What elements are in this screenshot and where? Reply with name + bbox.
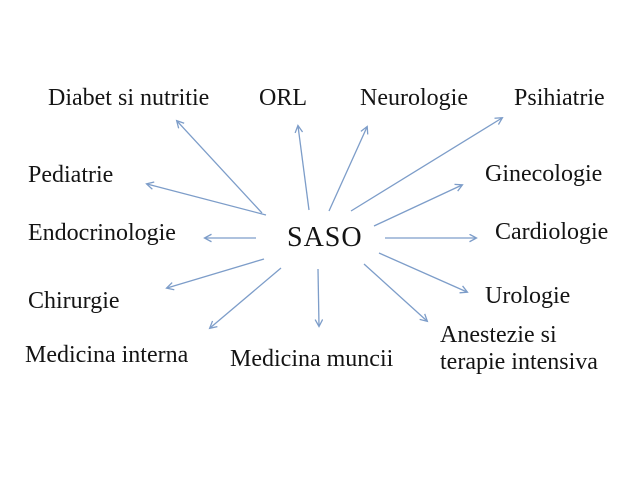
arrow-orl: [298, 126, 310, 211]
node-label-anestezie-terapie-intensiva: Anestezie si terapie intensiva: [440, 322, 598, 376]
node-label-orl: ORL: [259, 85, 307, 111]
arrow-ginecologie: [373, 185, 462, 227]
arrow-pediatrie: [147, 184, 267, 216]
node-label-endocrinologie: Endocrinologie: [28, 220, 176, 246]
node-label-medicina-muncii: Medicina muncii: [230, 346, 394, 372]
node-label-neurologie: Neurologie: [360, 85, 468, 111]
arrow-medicina-muncii: [318, 268, 319, 326]
node-label-urologie: Urologie: [485, 283, 571, 309]
arrow-neurologie: [328, 127, 367, 212]
arrow-medicina-interna: [210, 267, 282, 328]
node-label-diabet-si-nutritie: Diabet si nutritie: [48, 85, 210, 111]
node-label-cardiologie: Cardiologie: [495, 219, 609, 245]
center-node-saso: SASO: [287, 222, 363, 253]
arrow-chirurgie: [167, 258, 265, 288]
arrow-anestezie: [363, 263, 427, 321]
node-label-medicina-interna: Medicina interna: [25, 342, 189, 368]
arrow-diabet-si-nutritie: [177, 121, 263, 214]
node-label-ginecologie: Ginecologie: [485, 161, 603, 187]
arrow-psihiatrie: [350, 118, 502, 212]
node-label-pediatrie: Pediatrie: [28, 162, 114, 188]
node-label-psihiatrie: Psihiatrie: [514, 85, 605, 111]
node-label-chirurgie: Chirurgie: [28, 288, 120, 314]
arrow-urologie: [378, 252, 467, 292]
